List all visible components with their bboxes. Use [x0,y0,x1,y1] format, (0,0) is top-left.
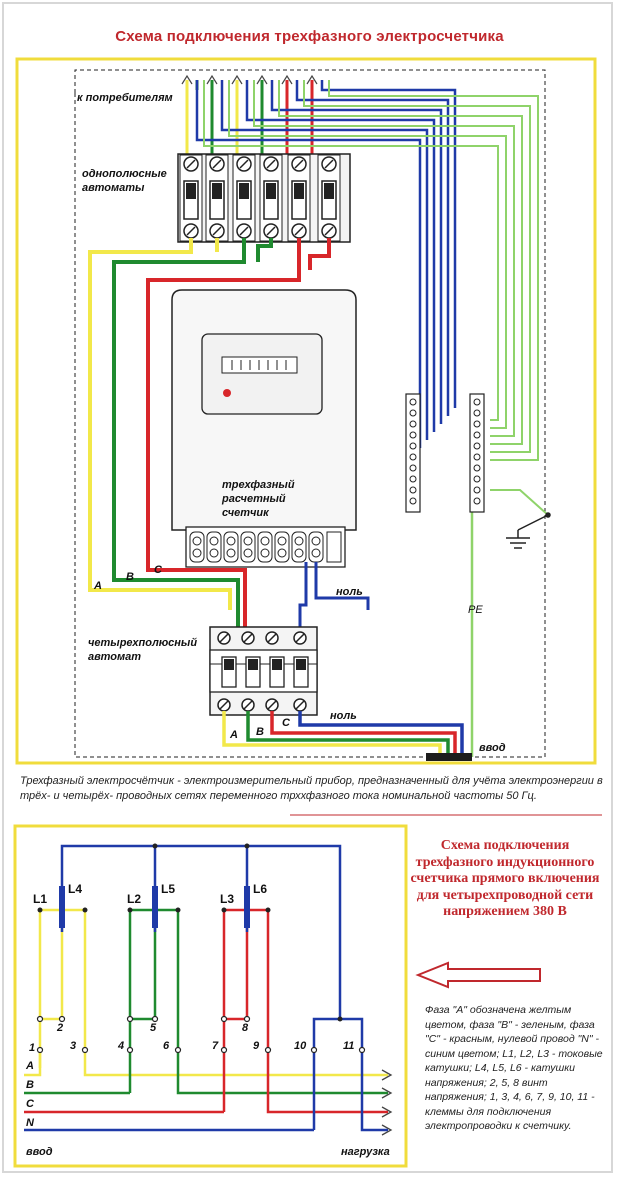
ground-icon [506,512,551,549]
line-labels: A B C N ввод нагрузка [25,1060,390,1158]
four-pole-label-line2: автомат [88,651,142,663]
four-pole-breaker [209,626,318,716]
line-label-c: C [26,1098,35,1110]
meter-label-line2: расчетный [222,493,286,505]
coil-label-l4: L4 [68,882,82,896]
terminal-number: 10 [294,1040,307,1052]
yellow-frame [15,57,597,765]
phase-b-label-top: B [126,571,134,583]
pe-bus [469,393,485,513]
terminal-number: 8 [242,1022,249,1034]
terminal-number: 11 [343,1040,354,1052]
line-label-b: B [26,1079,34,1091]
load-label: нагрузка [341,1146,390,1158]
coil-label-l3: L3 [220,892,234,906]
neutral-label-top: ноль [336,586,363,598]
terminal-number: 3 [70,1040,76,1052]
consumer-arrows [181,74,318,85]
coil-label-l5: L5 [161,882,175,896]
coil-labels: L1 L4 L2 L5 L3 L6 [33,882,267,906]
terminal-number: 4 [117,1040,124,1052]
phase-a-label-top: A [94,580,102,592]
single-pole-label-line1: однополюсные [82,168,167,180]
phase-b-label-breaker: B [256,726,264,738]
consumers-label: к потребителям [77,92,173,104]
meter-label-line3: счетчик [222,507,269,519]
top-wiring-diagram [15,57,597,765]
enclosure-outline [74,69,546,758]
terminal-number: 1 [29,1042,35,1054]
terminal-number: 5 [150,1022,157,1034]
neutral-bus [405,393,421,513]
terminal-number: 9 [253,1040,260,1052]
bottom-legend: Фаза "А" обозначена желтым цветом, фаза … [425,1004,603,1132]
coil-label-l2: L2 [127,892,141,906]
phase-c-label-breaker: C [282,717,290,729]
terminal-number: 6 [163,1040,170,1052]
input-label-bottom: ввод [26,1146,53,1158]
pe-label: PE [468,604,483,616]
four-pole-label-line1: четырехполюсный [88,637,198,649]
terminal-numbers: 1 2 3 4 5 6 7 8 9 10 11 [29,1022,354,1054]
description-text: Трехфазный электросчётчик - электроизмер… [20,775,603,802]
coil-label-l1: L1 [33,892,47,906]
single-pole-breakers [177,153,351,243]
left-arrow-icon [415,961,541,989]
coil-label-l6: L6 [253,882,267,896]
single-pole-label-line2: автоматы [82,182,145,194]
input-label-top: ввод [479,742,506,754]
phase-a-label-breaker: A [230,729,238,741]
terminal-number: 2 [56,1022,63,1034]
page-title: Схема подключения трехфазного электросче… [115,28,504,45]
phase-c-label-top: C [154,564,162,576]
terminal-number: 7 [212,1040,219,1052]
line-label-a: A [25,1060,34,1072]
line-label-n: N [26,1117,35,1129]
meter-label-line1: трехфазный [222,479,295,491]
meter-body [171,289,357,568]
neutral-label-breaker: ноль [330,710,357,722]
bottom-diagram-title: Схема подключения трехфазного индукционн… [410,838,600,919]
